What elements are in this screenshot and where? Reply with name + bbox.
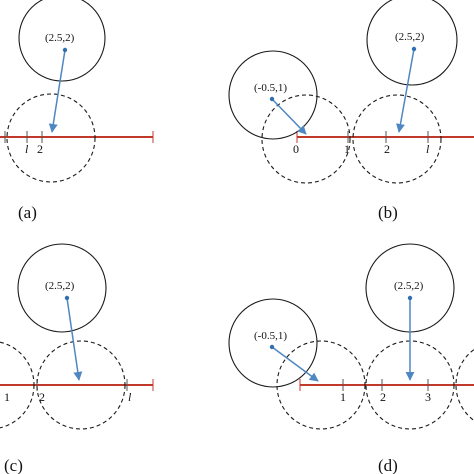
dashed-circle [261, 94, 351, 184]
point-dot [62, 47, 68, 53]
caption-b: (b) [378, 203, 398, 222]
point-dot-2 [269, 96, 275, 102]
tick-label-2: 2 [384, 142, 390, 156]
tick-label-1: 1 [344, 142, 350, 156]
tick-label-1: 1 [4, 390, 10, 404]
point-label-2: (-0.5,1) [254, 330, 287, 342]
solid-circle [17, 243, 107, 333]
tick-label-l: l [128, 390, 132, 404]
tick-label-l: l [25, 142, 29, 156]
projection-arrow-2 [271, 346, 319, 382]
dashed-circle-2 [365, 340, 455, 430]
panel-b: (2.5,2) (-0.5,1) 0 1 2 l (b) [228, 0, 474, 222]
panel-c: (2.5,2) 1 2 l (c) [0, 243, 154, 474]
solid-circle-2 [228, 50, 318, 140]
point-label: (2.5,2) [395, 31, 425, 43]
tick-label-2: 2 [380, 390, 386, 404]
projection-arrow [66, 297, 83, 381]
tick-label-3: 3 [425, 390, 431, 404]
dashed-circle [6, 93, 96, 183]
panel-a: (2.5,2) l 2 (a) [0, 0, 154, 222]
dashed-circle [276, 340, 366, 430]
caption-a: (a) [18, 203, 37, 222]
caption-c: (c) [4, 456, 23, 474]
projection-arrow [396, 48, 415, 133]
tick-label-2: 2 [39, 390, 45, 404]
panel-d: (2.5,2) (-0.5,1) 1 2 3 (d) [228, 243, 474, 474]
point-dot-2 [269, 344, 275, 350]
tick-label-0: 0 [293, 142, 299, 156]
dashed-circle [36, 340, 126, 430]
caption-d: (d) [378, 456, 398, 474]
point-dot [411, 46, 417, 52]
point-label: (2.5,2) [394, 280, 424, 292]
dashed-circle-2 [352, 94, 442, 184]
point-label: (2.5,2) [45, 280, 75, 292]
solid-circle [18, 0, 106, 82]
point-dot [64, 295, 70, 301]
point-dot [407, 295, 413, 301]
solid-circle [366, 0, 458, 86]
projection-arrow-2 [271, 98, 307, 135]
projection-arrow [48, 49, 66, 133]
point-label: (2.5,2) [45, 32, 75, 44]
tick-label-2: 2 [37, 142, 43, 156]
point-label-2: (-0.5,1) [254, 82, 287, 94]
tick-label-l: l [426, 142, 430, 156]
dashed-circle-2 [0, 341, 35, 429]
tick-label-1: 1 [340, 390, 346, 404]
solid-circle-2 [228, 298, 318, 388]
